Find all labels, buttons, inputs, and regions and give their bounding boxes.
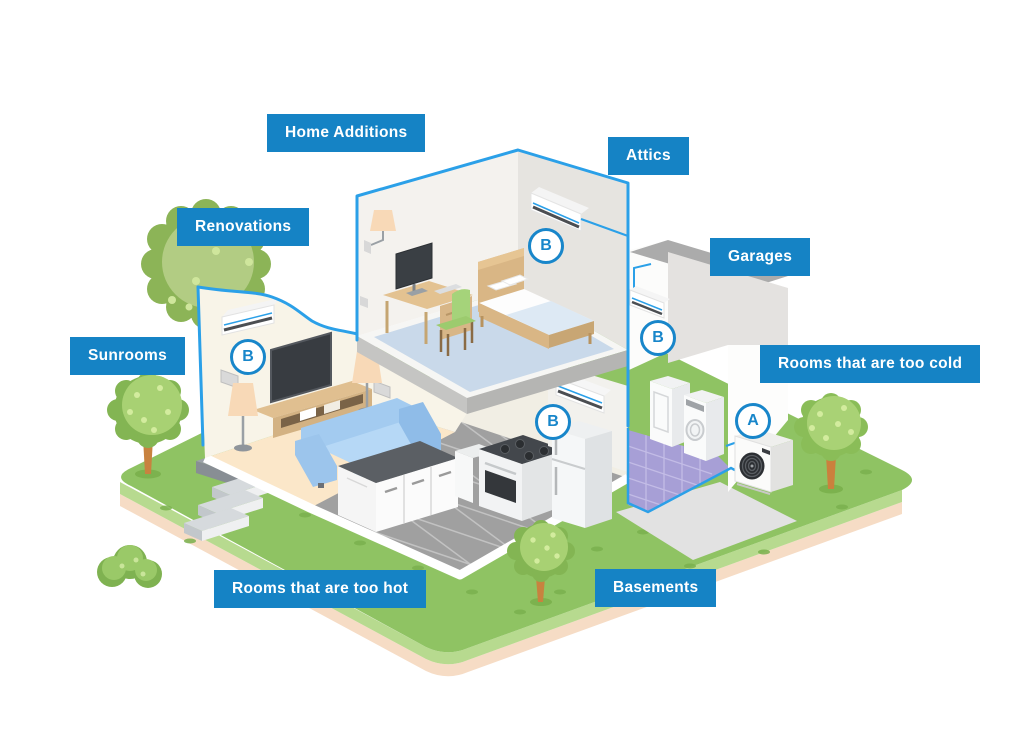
floor-lamp — [228, 383, 258, 452]
laundry-purple-floor — [628, 430, 730, 512]
label-rooms-too-cold: Rooms that are too cold — [760, 345, 981, 383]
laundry-room — [628, 376, 730, 512]
tree-trunk — [536, 577, 545, 602]
wall-sconce-lamp — [364, 210, 396, 254]
label-attics: Attics — [608, 137, 689, 175]
bedroom-ac-unit — [530, 187, 629, 237]
grass-patches — [160, 469, 872, 615]
attic-ac-unit — [629, 263, 670, 319]
label-garages: Garages — [710, 238, 811, 276]
front-yard-tree — [507, 520, 575, 606]
light-switch — [373, 380, 391, 399]
badge-outdoor-unit: A — [735, 403, 771, 439]
living-room-ac-unit — [221, 298, 280, 336]
desk-chair — [436, 289, 476, 356]
badge-bedroom-unit: B — [528, 228, 564, 264]
bed — [478, 248, 594, 349]
refrigerant-line — [580, 218, 629, 237]
bedroom-blue-outline — [355, 148, 630, 428]
washer — [684, 390, 724, 461]
floor-slab-left-face — [357, 336, 467, 414]
stove-and-counter — [455, 435, 566, 521]
wall-edge-outline — [196, 285, 205, 447]
left-yard-bush — [97, 545, 162, 588]
purple-tile-grid — [628, 430, 713, 512]
label-basements: Basements — [595, 569, 717, 607]
bedroom-upper-floor — [355, 148, 630, 428]
lower-floor — [196, 240, 788, 580]
desktop-monitor — [395, 242, 462, 296]
renovation-cut-outline — [196, 285, 359, 336]
badge-living-room-unit: B — [230, 339, 266, 375]
right-yard-tree — [794, 393, 868, 494]
floor-slab-right-face — [467, 350, 628, 414]
wall-outlet — [360, 296, 368, 308]
tree-trunk — [826, 455, 836, 489]
badge-kitchen-unit: B — [535, 404, 571, 440]
left-yard-tree — [107, 372, 189, 479]
bedroom-left-wall — [357, 150, 518, 336]
garage-roof-band — [630, 240, 788, 288]
oven-window — [485, 470, 516, 503]
kitchen-island — [338, 441, 458, 532]
outdoor-condenser-unit — [725, 429, 793, 495]
wall-tv — [270, 331, 332, 404]
keyboard — [434, 284, 462, 294]
tv-console-top — [253, 381, 372, 418]
garage-gray-wall — [668, 252, 788, 363]
label-rooms-too-hot: Rooms that are too hot — [214, 570, 427, 608]
label-sunrooms: Sunrooms — [70, 337, 186, 375]
label-home-additions: Home Additions — [267, 114, 426, 152]
label-renovations: Renovations — [177, 208, 310, 246]
badge-attic-garage-unit: B — [640, 320, 676, 356]
